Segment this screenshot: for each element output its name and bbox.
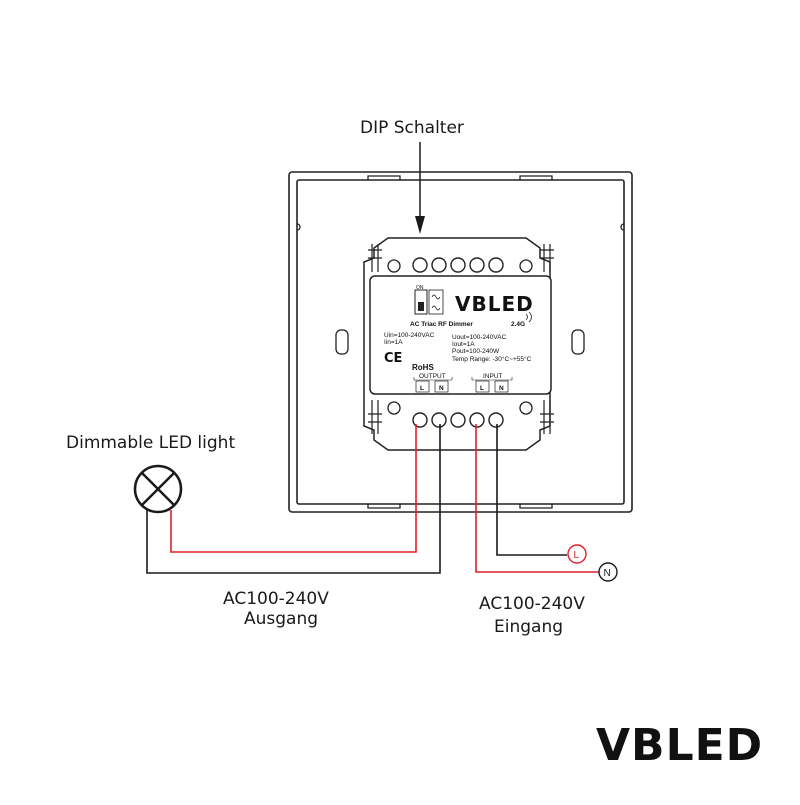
input-header: INPUT — [483, 373, 503, 380]
switch-symbol-box — [428, 289, 444, 315]
dip-switch-label: DIP Schalter — [360, 118, 464, 138]
output-caption: Ausgang — [244, 609, 318, 629]
input-voltage-label: AC100-240V — [479, 594, 585, 614]
input-live-wire — [475, 424, 599, 573]
output-n-text: N — [439, 385, 444, 392]
output-voltage-label: AC100-240V — [223, 589, 329, 609]
module-label: ON VBLED AC Triac RF Dimmer 2.4G Uin=100… — [384, 285, 534, 393]
svg-text:L: L — [574, 550, 580, 561]
dimmer-module — [363, 237, 552, 451]
module-brand: VBLED — [455, 292, 534, 316]
spec-pout: Pout=100-240W — [452, 348, 500, 355]
input-caption: Eingang — [494, 617, 563, 637]
dip-arrow-head — [415, 216, 425, 234]
module-frequency: 2.4G — [511, 321, 525, 328]
ce-mark: CE — [384, 351, 402, 366]
svg-text:N: N — [604, 568, 611, 579]
wiring — [146, 424, 599, 574]
wave-icon — [431, 294, 441, 311]
input-n-text: N — [499, 385, 504, 392]
spec-uin: Uin=100-240VAC — [384, 332, 435, 339]
input-l-text: L — [480, 385, 484, 392]
rohs-mark: RoHS — [412, 363, 434, 372]
output-l-text: L — [420, 385, 424, 392]
output-n-box — [434, 380, 449, 393]
plate-clips — [296, 175, 625, 509]
dip-on-text: ON — [416, 285, 424, 291]
led-light-label: Dimmable LED light — [66, 433, 235, 453]
spec-iout: Iout=1A — [452, 341, 475, 348]
spec-iin: Iin=1A — [384, 339, 403, 346]
module-holes — [387, 259, 533, 415]
wall-plate — [288, 171, 633, 513]
spec-uout: Uout=100-240VAC — [452, 334, 507, 341]
supply-live-terminal: L — [567, 544, 587, 564]
wireless-icon — [525, 311, 532, 323]
led-lamp-icon — [133, 464, 183, 514]
output-bracket — [413, 377, 453, 381]
output-live-wire — [170, 424, 417, 553]
module-model: AC Triac RF Dimmer — [410, 321, 473, 328]
supply-neutral-terminal: N — [598, 562, 618, 582]
spec-temp: Temp Range: -30°C~+55°C — [452, 355, 532, 363]
module-ribs — [368, 244, 554, 434]
output-header: OUTPUT — [419, 373, 446, 380]
input-n-box — [494, 380, 509, 393]
output-neutral-wire — [146, 424, 441, 574]
dip-switch-lever — [418, 302, 424, 311]
brand-logo: VBLED — [596, 720, 763, 771]
top-terminals — [412, 257, 504, 273]
input-neutral-wire — [496, 424, 567, 556]
input-bracket — [471, 377, 513, 381]
bottom-terminals — [412, 412, 504, 428]
input-l-box — [475, 380, 490, 393]
output-l-box — [415, 380, 430, 393]
